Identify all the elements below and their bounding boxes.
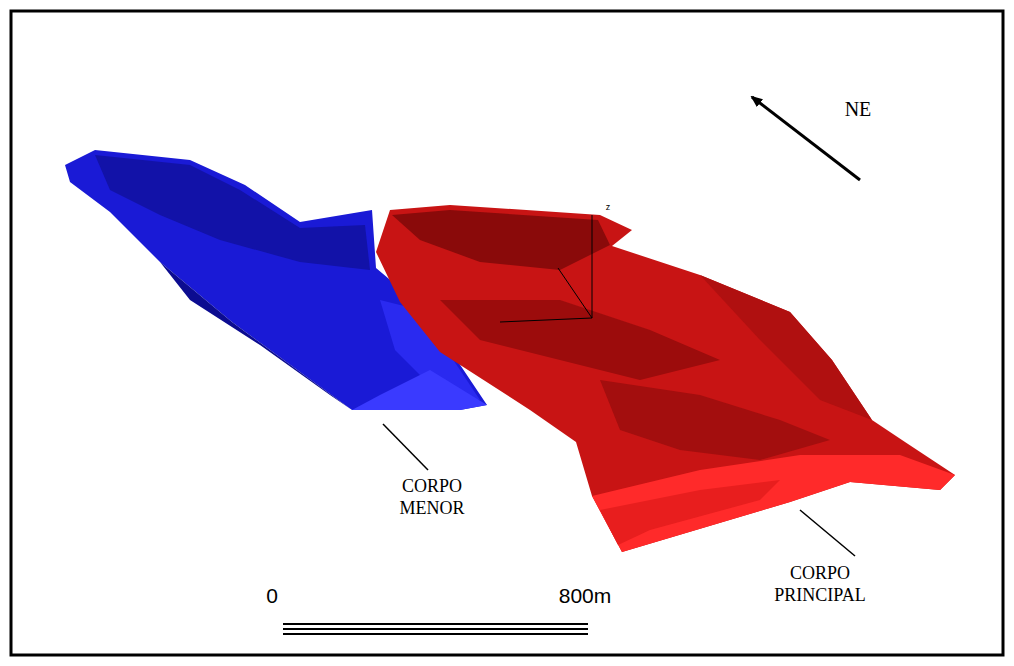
north-arrow [752, 97, 860, 180]
scale-value: 0 [257, 583, 287, 608]
scale-bar [283, 624, 588, 634]
direction-label: NE [828, 97, 888, 121]
main-body [376, 205, 955, 552]
leader-line [383, 424, 428, 470]
scale-value: 800m [545, 583, 625, 608]
body-label: CORPO MENOR [387, 476, 477, 519]
axis-lines [500, 215, 592, 322]
axis-label: z [598, 202, 618, 213]
body-label: CORPO PRINCIPAL [755, 563, 885, 606]
leader-line [800, 510, 855, 556]
frame [11, 11, 1003, 655]
